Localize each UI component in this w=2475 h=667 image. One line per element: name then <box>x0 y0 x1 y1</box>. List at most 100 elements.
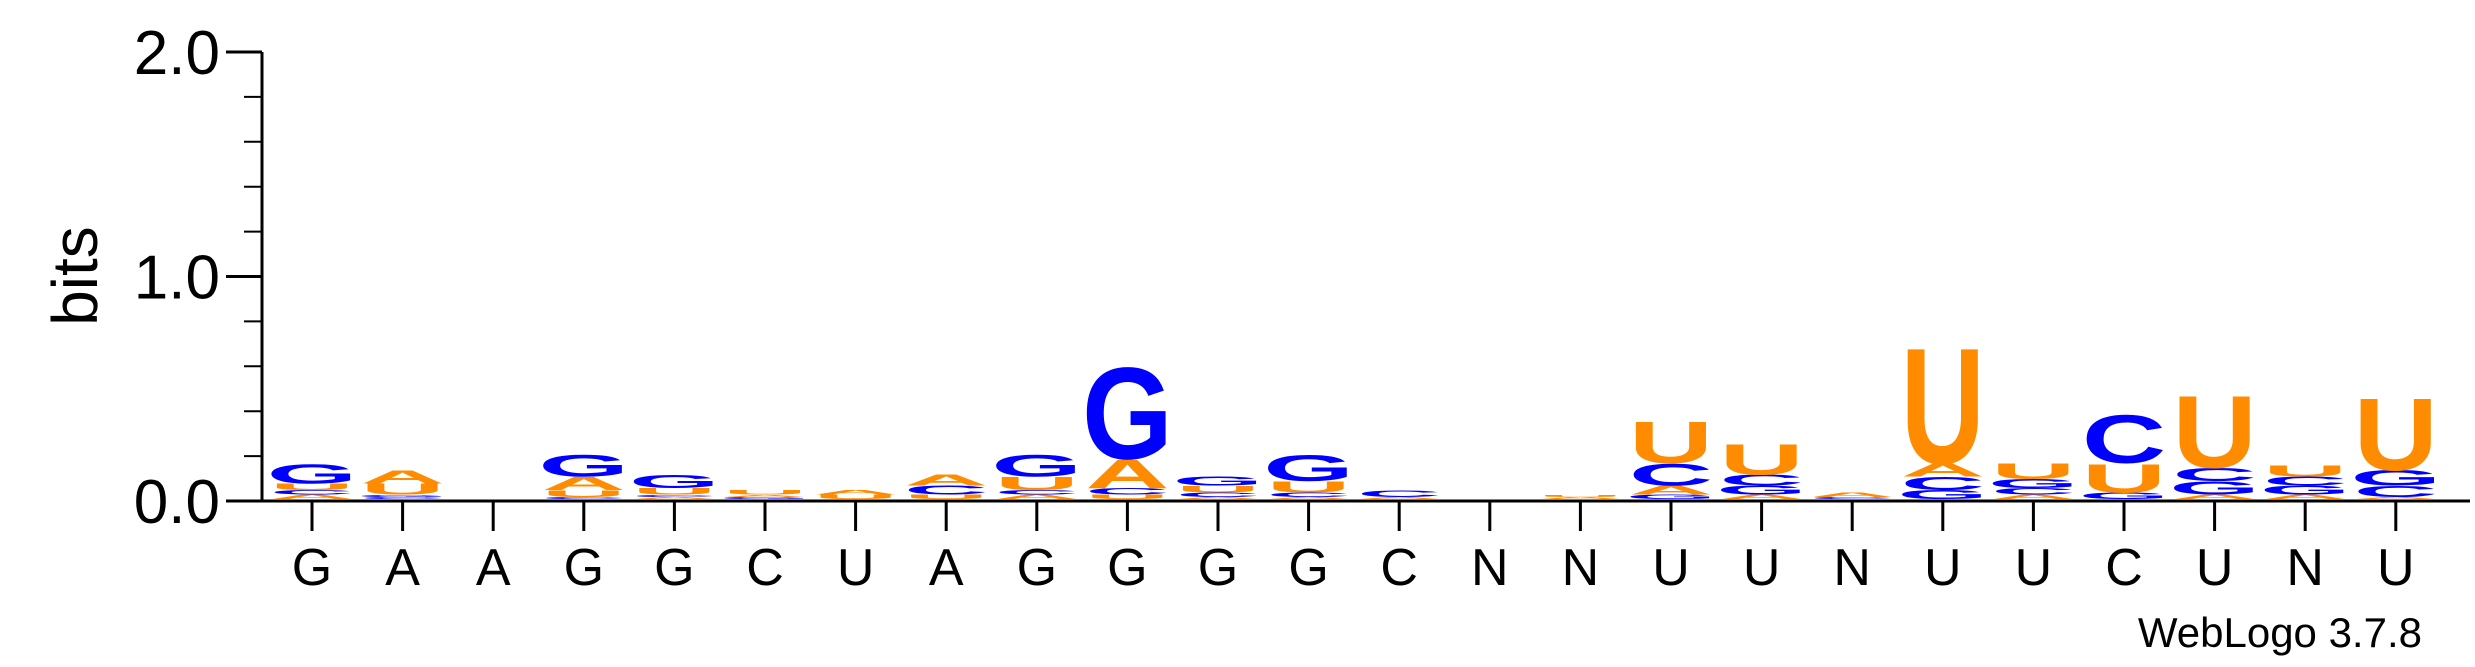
logo-letter-G: G <box>991 449 1082 484</box>
logo-letter-U: U <box>1901 315 1985 499</box>
logo-letter-C: C <box>1357 488 1441 499</box>
logo-letter-U: U <box>2354 377 2438 492</box>
x-tick-label: N <box>1562 539 1600 597</box>
logo-letter-A: A <box>2263 493 2347 500</box>
x-tick-label: U <box>1924 539 1962 597</box>
logo-letter-G: G <box>357 494 448 497</box>
logo-letter-A: A <box>1085 451 1169 496</box>
logo-letter-U: U <box>2082 456 2166 501</box>
logo-letter-C: C <box>1266 491 1350 498</box>
logo-letter-C: C <box>1176 491 1260 498</box>
logo-letter-U: U <box>1085 493 1169 500</box>
x-tick-label: C <box>1380 539 1418 597</box>
x-tick-label: G <box>1198 539 1238 597</box>
logo-letter-U: U <box>813 493 897 500</box>
logo-letter-C: C <box>2263 474 2347 488</box>
x-tick-label: G <box>564 539 604 597</box>
logo-letter-C: C <box>632 494 716 497</box>
logo-letter-U: U <box>723 489 807 496</box>
logo-letter-A: A <box>1629 483 1713 497</box>
logo-letter-U: U <box>1991 459 2075 483</box>
logo-letter-C: C <box>1810 496 1894 499</box>
logo-stacks: ACUGCGUACUAGACUGGAUUAUCAACUGUCAGACUGACUG… <box>267 315 2442 502</box>
y-axis-label: bits <box>39 226 111 326</box>
logo-letter-U: U <box>904 493 988 500</box>
logo-letter-G: G <box>2350 466 2441 490</box>
logo-letter-A: A <box>270 493 354 500</box>
x-tick-label: A <box>476 539 511 597</box>
logo-letter-U: U <box>542 488 626 499</box>
logo-letter-U: U <box>995 473 1079 494</box>
y-tick-label: 1.0 <box>134 244 220 313</box>
logo-letter-A: A <box>1266 496 1350 499</box>
logo-letter-A: A <box>632 496 716 499</box>
x-tick-label: C <box>746 539 784 597</box>
y-tick-label: 2.0 <box>134 19 220 88</box>
logo-letter-C: C <box>2082 401 2166 478</box>
logo-letter-G: G <box>1716 483 1807 497</box>
logo-letter-C: C <box>904 483 988 497</box>
x-tick-label: G <box>1017 539 1057 597</box>
logo-letter-A: A <box>1538 496 1622 499</box>
x-tick-label: U <box>1652 539 1690 597</box>
logo-letter-C: C <box>1085 486 1169 497</box>
logo-letter-C: C <box>2354 483 2438 500</box>
logo-letter-A: A <box>2172 493 2256 500</box>
logo-letter-G: G <box>1263 448 1354 489</box>
logo-letter-C: C <box>360 496 444 499</box>
logo-letter-U: U <box>1719 435 1803 484</box>
logo-letter-A: A <box>542 473 626 494</box>
x-tick-label: N <box>1471 539 1509 597</box>
y-tick-label: 0.0 <box>134 468 220 537</box>
logo-letter-C: C <box>995 489 1079 496</box>
logo-letter-A: A <box>995 493 1079 500</box>
x-tick-label: U <box>2196 539 2234 597</box>
x-tick-label: U <box>1743 539 1781 597</box>
logo-letter-G: G <box>2079 491 2170 502</box>
logo-letter-C: C <box>1991 486 2075 497</box>
logo-letter-A: A <box>904 471 988 488</box>
logo-letter-U: U <box>632 486 716 497</box>
x-tick-label: A <box>929 539 964 597</box>
logo-letter-A: A <box>1810 491 1894 498</box>
logo-letter-C: C <box>2172 464 2256 485</box>
logo-letter-C: C <box>1719 471 1803 488</box>
logo-letter-G: G <box>1626 493 1717 500</box>
logo-letter-G: G <box>720 496 811 499</box>
x-tick-label: U <box>2015 539 2053 597</box>
logo-letter-C: C <box>542 496 626 499</box>
logo-letter-A: A <box>813 489 897 496</box>
logo-letter-U: U <box>2263 463 2347 480</box>
logo-letter-U: U <box>270 482 354 493</box>
x-tick-label: U <box>837 539 875 597</box>
logo-letter-A: A <box>1719 493 1803 500</box>
logo-letter-U: U <box>360 480 444 497</box>
logo-letter-C: C <box>1901 473 1985 494</box>
x-tick-label: C <box>2105 539 2143 597</box>
logo-letter-G: G <box>1173 474 1264 488</box>
logo-letter-G: G <box>267 458 358 489</box>
logo-letter-A: A <box>1176 496 1260 499</box>
logo-letter-U: U <box>1629 409 1713 476</box>
x-tick-label: N <box>2286 539 2324 597</box>
x-tick-label: G <box>654 539 694 597</box>
x-tick-label: U <box>2377 539 2415 597</box>
logo-letter-A: A <box>1991 493 2075 500</box>
logo-letter-U: U <box>1538 494 1622 497</box>
x-tick-label: G <box>1288 539 1328 597</box>
logo-letter-A: A <box>1357 496 1441 499</box>
x-tick-label: G <box>1107 539 1147 597</box>
logo-letter-G: G <box>629 471 720 492</box>
x-tick-label: A <box>385 539 420 597</box>
logo-letter-G: G <box>2169 477 2260 498</box>
logo-letter-U: U <box>1266 478 1350 495</box>
y-ticks: 0.0 1.0 2.0 <box>134 19 262 537</box>
logo-letter-G: G <box>538 449 629 484</box>
x-tick-label: G <box>292 539 332 597</box>
logo-letter-A: A <box>360 466 444 487</box>
logo-letter-A: A <box>2354 496 2438 499</box>
logo-letter-U: U <box>2172 375 2256 490</box>
x-tick-label: N <box>1833 539 1871 597</box>
